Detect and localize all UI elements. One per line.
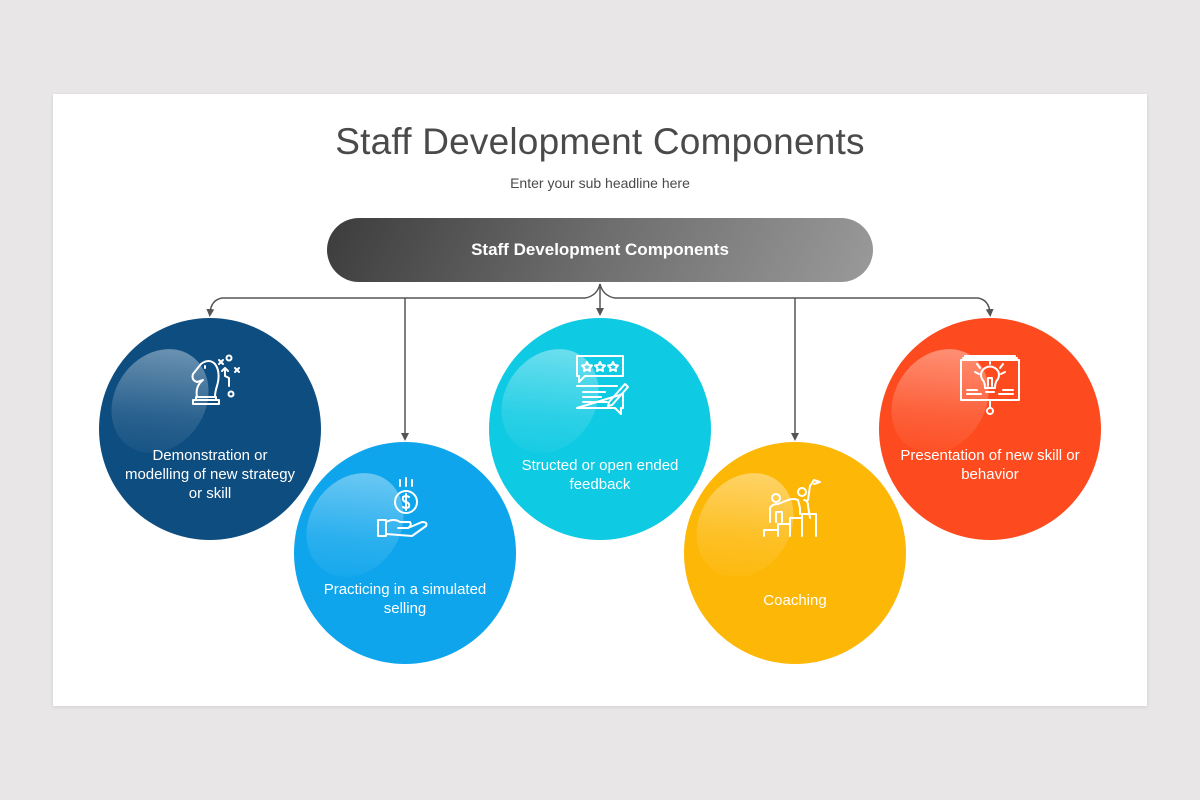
- root-node-label: Staff Development Components: [471, 240, 729, 259]
- node-label: Presentation of new skill or behavior: [900, 447, 1080, 483]
- node-coaching: Coaching: [684, 442, 906, 664]
- feedback-rating-icon: [576, 355, 629, 415]
- node-label: Coaching: [763, 592, 827, 609]
- node-demonstration: Demonstration or modelling of new strate…: [99, 318, 321, 540]
- node-practicing: Practicing in a simulated selling: [294, 442, 516, 664]
- node-presentation: Presentation of new skill or behavior: [879, 318, 1101, 540]
- node-label: Structed or open ended feedback: [521, 457, 679, 493]
- page-subtitle: Enter your sub headline here: [510, 175, 690, 191]
- coaching-climb-icon: [763, 479, 821, 537]
- node-label: Practicing in a simulated selling: [323, 581, 487, 617]
- page-title: Staff Development Components: [335, 121, 865, 162]
- node-label: Demonstration or modelling of new strate…: [124, 447, 296, 502]
- node-feedback: Structed or open ended feedback: [489, 318, 711, 540]
- hand-coin-dollar-icon: [377, 477, 428, 537]
- presentation-lightbulb-icon: [960, 355, 1020, 415]
- chess-knight-strategy-icon: [191, 354, 240, 405]
- root-node: Staff Development Components: [327, 218, 873, 282]
